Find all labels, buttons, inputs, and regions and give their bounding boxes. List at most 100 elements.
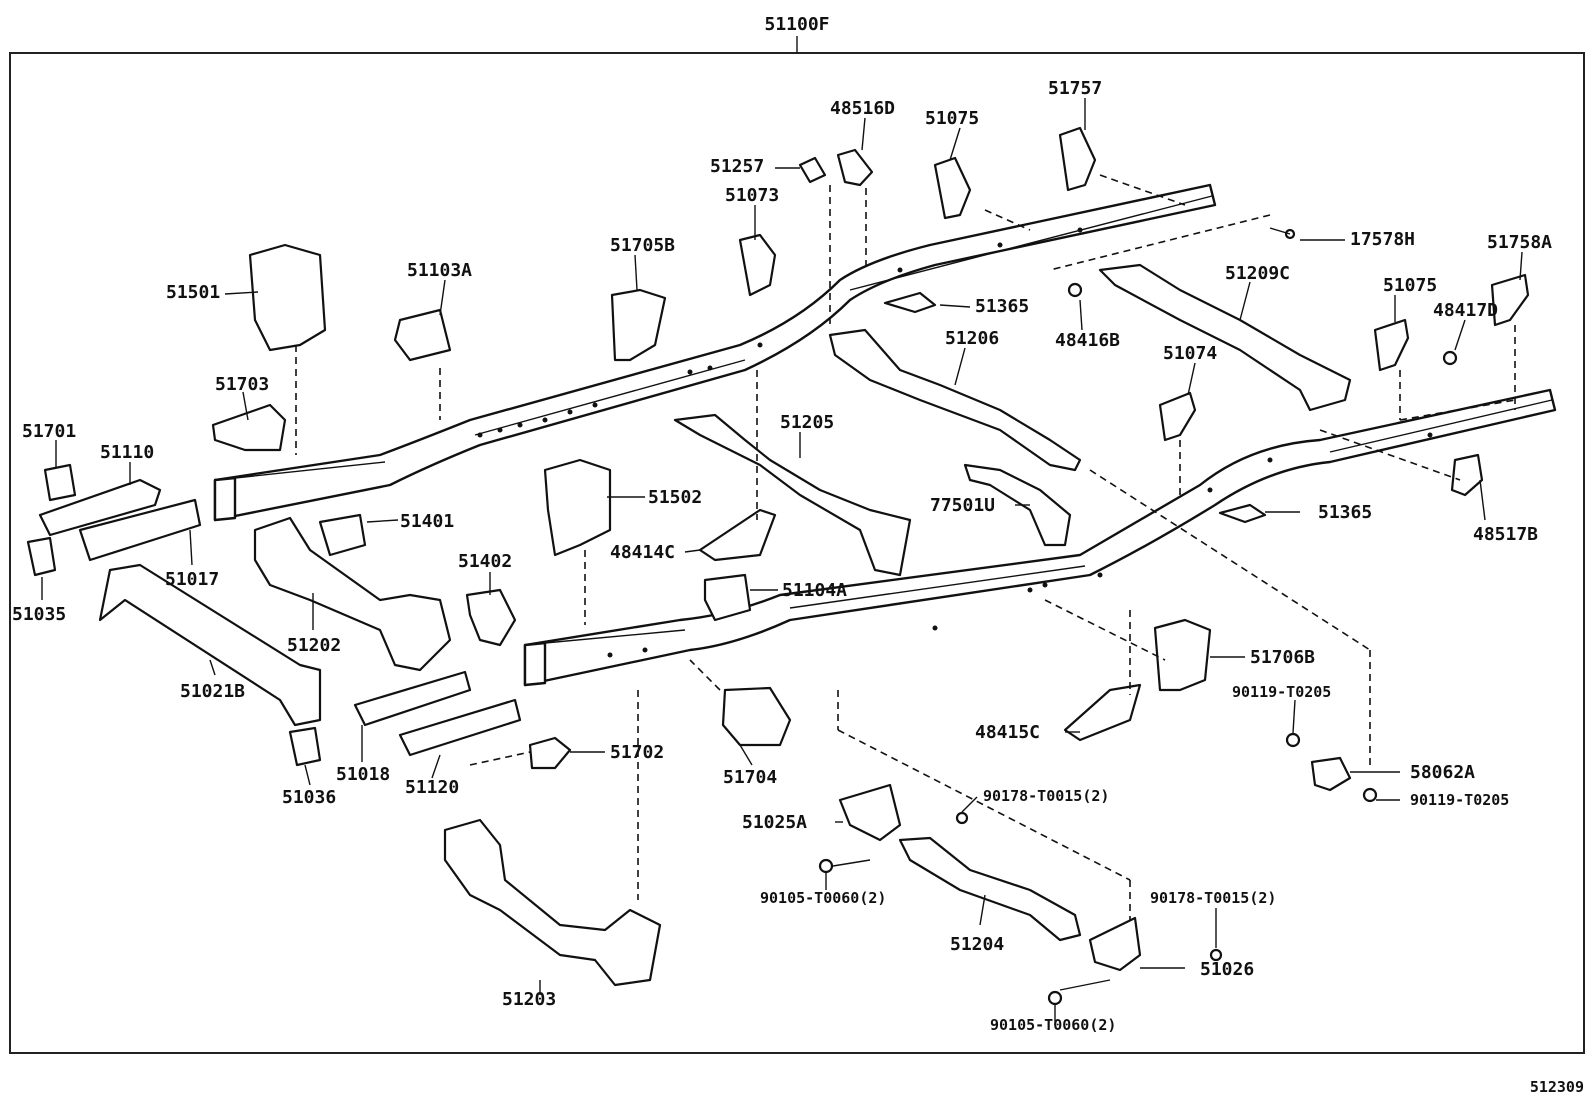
frame-rail-right [523, 388, 1557, 687]
rail-holes [477, 227, 1433, 658]
part-51074-bracket [1158, 391, 1197, 442]
fasteners [818, 227, 1458, 1006]
assembly-label: 51100F [764, 14, 829, 35]
label-90105-T0060-a: 90105-T0060(2) [760, 889, 886, 907]
label-48517B: 48517B [1473, 524, 1538, 545]
part-51257-clip [798, 156, 827, 184]
part-51036-bracket [288, 726, 322, 767]
part-51026-bracket [1088, 916, 1142, 972]
part-48415C-bracket [1063, 683, 1142, 742]
part-51502-bracket [543, 458, 612, 557]
label-51120: 51120 [405, 777, 459, 798]
label-51257: 51257 [710, 156, 764, 177]
part-58062A-bracket [1310, 756, 1352, 792]
label-51705B: 51705B [610, 235, 675, 256]
part-51018-bracket [353, 670, 472, 727]
part-51103A-plate [393, 308, 452, 362]
label-51074: 51074 [1163, 343, 1217, 364]
part-51204-crossmember [898, 836, 1082, 942]
part-51205-crossmember [673, 413, 912, 577]
part-51757-bracket [1058, 126, 1097, 192]
label-58062A: 58062A [1410, 762, 1475, 783]
part-51073-bracket [738, 233, 777, 297]
figure-number: 512309 [1530, 1078, 1584, 1096]
part-51104A-plate [703, 573, 752, 622]
part-51758A-bracket [1490, 273, 1530, 327]
part-51704-bracket [721, 686, 792, 747]
label-48516D: 48516D [830, 98, 895, 119]
label-51206: 51206 [945, 328, 999, 349]
part-51702-bracket [528, 736, 572, 770]
part-51120-bracket [398, 698, 522, 757]
label-48414C: 48414C [610, 542, 675, 563]
part-51365-clip-top [883, 291, 937, 314]
label-51104A: 51104A [782, 580, 847, 601]
part-51209C-crossmember [1098, 263, 1352, 412]
label-51502: 51502 [648, 487, 702, 508]
label-51036: 51036 [282, 787, 336, 808]
label-51401: 51401 [400, 511, 454, 532]
label-51501: 51501 [166, 282, 220, 303]
part-51075-bracket-right [1373, 318, 1410, 372]
part-51401-bracket [318, 513, 367, 557]
part-48414C-bracket [698, 508, 777, 562]
part-51206-crossmember [828, 328, 1082, 472]
part-51110-bracket [38, 478, 162, 537]
label-51203: 51203 [502, 989, 556, 1010]
label-51704: 51704 [723, 767, 777, 788]
part-51035-bracket [26, 536, 57, 577]
label-51021B: 51021B [180, 681, 245, 702]
label-51075-top: 51075 [925, 108, 979, 129]
label-51209C: 51209C [1225, 263, 1290, 284]
part-51402-bracket [465, 588, 517, 647]
label-51073: 51073 [725, 185, 779, 206]
label-51017: 51017 [165, 569, 219, 590]
part-51025A-bracket [838, 783, 902, 842]
part-51365-clip-mid [1218, 503, 1267, 524]
label-51365-mid: 51365 [1318, 502, 1372, 523]
label-51026: 51026 [1200, 959, 1254, 980]
label-51402: 51402 [458, 551, 512, 572]
part-51021B-reinforcement [98, 563, 322, 727]
part-51706B-bracket [1153, 618, 1212, 692]
part-48516D-clip [836, 148, 874, 187]
label-51706B: 51706B [1250, 647, 1315, 668]
label-51075-right: 51075 [1383, 275, 1437, 296]
label-90105-T0060-b: 90105-T0060(2) [990, 1016, 1116, 1034]
label-51702: 51702 [610, 742, 664, 763]
label-51103A: 51103A [407, 260, 472, 281]
label-48417D: 48417D [1433, 300, 1498, 321]
label-51018: 51018 [336, 764, 390, 785]
label-17578H: 17578H [1350, 229, 1415, 250]
part-51705B-bracket [610, 288, 667, 362]
part-51203-crossmember [443, 818, 662, 987]
label-48416B: 48416B [1055, 330, 1120, 351]
label-51205: 51205 [780, 412, 834, 433]
part-51703-bracket [211, 403, 287, 452]
part-51501-bracket [248, 243, 327, 352]
label-51204: 51204 [950, 934, 1004, 955]
frame-rail-left [213, 183, 1217, 522]
part-51017-bracket [78, 498, 202, 562]
label-51025A: 51025A [742, 812, 807, 833]
label-77501U: 77501U [930, 495, 995, 516]
label-51365-top: 51365 [975, 296, 1029, 317]
label-51110: 51110 [100, 442, 154, 463]
label-51758A: 51758A [1487, 232, 1552, 253]
label-90119-T0205-a: 90119-T0205 [1232, 683, 1331, 701]
label-90119-T0205-b: 90119-T0205 [1410, 791, 1509, 809]
label-51701: 51701 [22, 421, 76, 442]
part-51202-crossmember [253, 516, 452, 672]
label-51757: 51757 [1048, 78, 1102, 99]
part-77501U [963, 463, 1072, 547]
installation-guides [295, 174, 1516, 920]
part-51701-bracket [43, 463, 77, 502]
leader-lines [41, 98, 1523, 1025]
label-51035: 51035 [12, 604, 66, 625]
label-90178-T0015-b: 90178-T0015(2) [1150, 889, 1276, 907]
label-51202: 51202 [287, 635, 341, 656]
label-51703: 51703 [215, 374, 269, 395]
label-48415C: 48415C [975, 722, 1040, 743]
part-48517B-clip [1450, 453, 1484, 497]
